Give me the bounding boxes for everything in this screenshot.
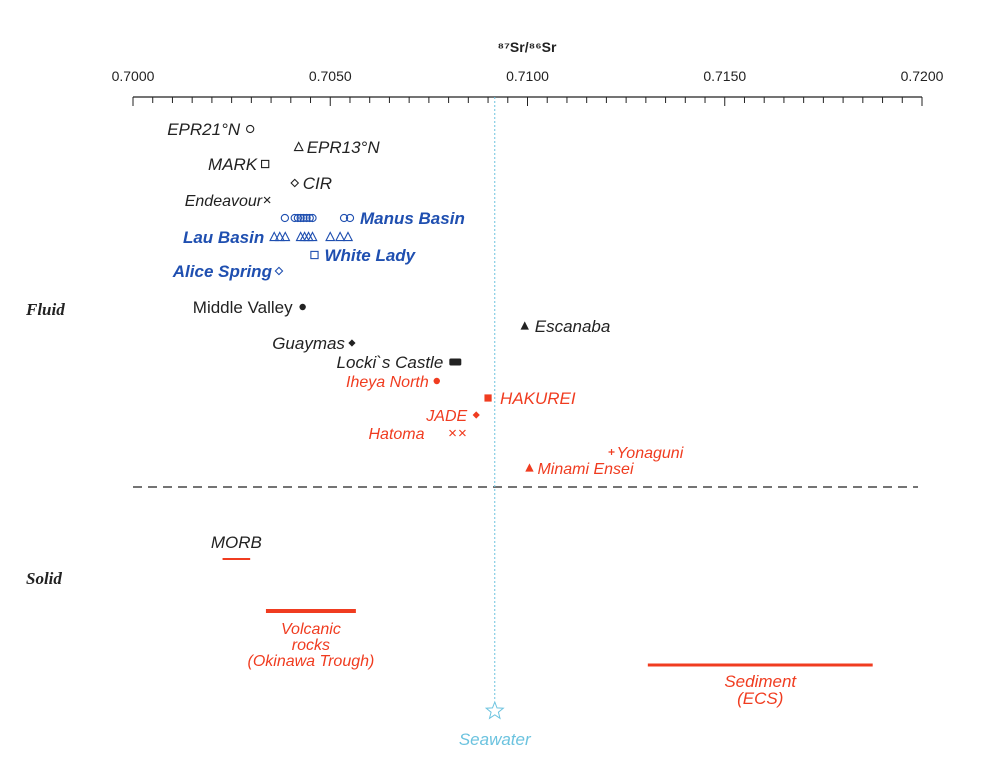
data-point (525, 463, 534, 472)
fluid-label: HAKUREI (500, 389, 576, 408)
fluid-label: Lau Basin (183, 228, 264, 247)
fluid-group-mark: MARK (208, 155, 270, 174)
solid-range-morb: MORB (211, 533, 262, 560)
fluid-group-endeavour: Endeavour (185, 193, 271, 210)
fluid-label: EPR13°N (307, 138, 381, 157)
fluid-group-manus-basin: Manus Basin (280, 209, 465, 228)
seawater-star-marker (484, 700, 505, 720)
fluid-label: Guaymas (272, 334, 345, 353)
data-point (310, 250, 319, 260)
data-point (449, 429, 456, 437)
x-tick-label: 0.7150 (703, 68, 746, 84)
data-point (290, 213, 299, 223)
fluid-label: EPR21°N (167, 120, 241, 139)
data-point (335, 231, 346, 242)
fluid-group-white-lady: White Lady (310, 246, 417, 265)
fluid-group-iheya-north: Iheya North (346, 374, 440, 391)
data-point (246, 124, 255, 134)
fluid-group-hakurei: HAKUREI (484, 389, 576, 408)
fluid-group-yonaguni: Yonaguni (608, 445, 684, 462)
x-tick-label: 0.7000 (112, 68, 155, 84)
data-point (472, 411, 480, 419)
range-label: (Okinawa Trough) (247, 653, 374, 670)
data-point (342, 231, 354, 242)
data-point (433, 377, 440, 385)
x-tick-label: 0.7050 (309, 68, 352, 84)
data-point (261, 159, 270, 169)
data-point (299, 213, 308, 223)
data-point (269, 231, 280, 242)
fluid-label: Alice Spring (172, 262, 273, 281)
range-label: (ECS) (737, 689, 783, 708)
solid-range-sediment-ecs: Sediment(ECS) (647, 663, 873, 708)
data-point (280, 231, 291, 242)
data-point (305, 213, 314, 223)
fluid-label: Yonaguni (617, 445, 684, 462)
data-point (325, 231, 336, 242)
data-point (290, 178, 300, 188)
range-label: MORB (211, 533, 262, 552)
fluid-label: Hatoma (369, 426, 425, 443)
section-label-solid: Solid (26, 569, 62, 588)
fluid-label: MARK (208, 155, 258, 174)
data-point (339, 213, 349, 223)
data-point (308, 213, 317, 223)
data-point (280, 213, 290, 223)
fluid-label: Iheya North (346, 374, 429, 391)
range-label: rocks (292, 637, 330, 654)
data-point (293, 141, 304, 152)
fluid-label: White Lady (324, 246, 416, 265)
fluid-group-cir: CIR (290, 174, 332, 193)
fluid-label: Middle Valley (193, 298, 293, 317)
range-label: Sediment (724, 672, 797, 691)
data-point (608, 449, 615, 455)
fluid-label: Manus Basin (360, 209, 465, 228)
fluid-group-lau-basin: Lau Basin (183, 228, 354, 247)
data-point (299, 303, 306, 311)
x-tick-label: 0.7200 (901, 68, 944, 84)
fluid-label: Locki`s Castle (337, 353, 444, 372)
fluid-label: CIR (303, 174, 332, 193)
data-point (274, 231, 285, 242)
range-label: Volcanic (281, 621, 341, 638)
fluid-group-guaymas: Guaymas (272, 334, 356, 353)
x-tick-label: 0.7100 (506, 68, 549, 84)
fluid-group-locki-s-castle: Locki`s Castle (337, 353, 462, 372)
data-point (458, 429, 466, 437)
data-point (484, 394, 492, 402)
data-point (274, 266, 284, 276)
data-point (345, 213, 355, 223)
fluid-label: Endeavour (185, 193, 263, 210)
data-point (263, 196, 271, 204)
fluid-label: JADE (425, 408, 467, 425)
fluid-group-middle-valley: Middle Valley (193, 298, 306, 317)
x-axis-title: ⁸⁷Sr/⁸⁶Sr (498, 39, 557, 55)
data-point (302, 213, 311, 223)
fluid-group-alice-spring: Alice Spring (172, 262, 284, 281)
section-label-fluid: Fluid (25, 300, 65, 319)
fluid-group-jade: JADE (425, 408, 480, 425)
fluid-group-epr13-n: EPR13°N (293, 138, 381, 157)
fluid-group-epr21-n: EPR21°N (167, 120, 255, 139)
fluid-label: Minami Ensei (537, 461, 633, 478)
data-point (307, 231, 318, 242)
fluid-label: Escanaba (535, 317, 611, 336)
fluid-group-minami-ensei: Minami Ensei (525, 461, 634, 478)
data-point (520, 321, 529, 330)
fluid-group-hatoma: Hatoma (369, 426, 466, 443)
fluid-group-escanaba: Escanaba (520, 317, 611, 336)
data-point (296, 213, 305, 223)
data-point (293, 213, 303, 223)
data-point (449, 358, 462, 366)
data-point (348, 339, 356, 347)
seawater-label: Seawater (459, 730, 532, 749)
